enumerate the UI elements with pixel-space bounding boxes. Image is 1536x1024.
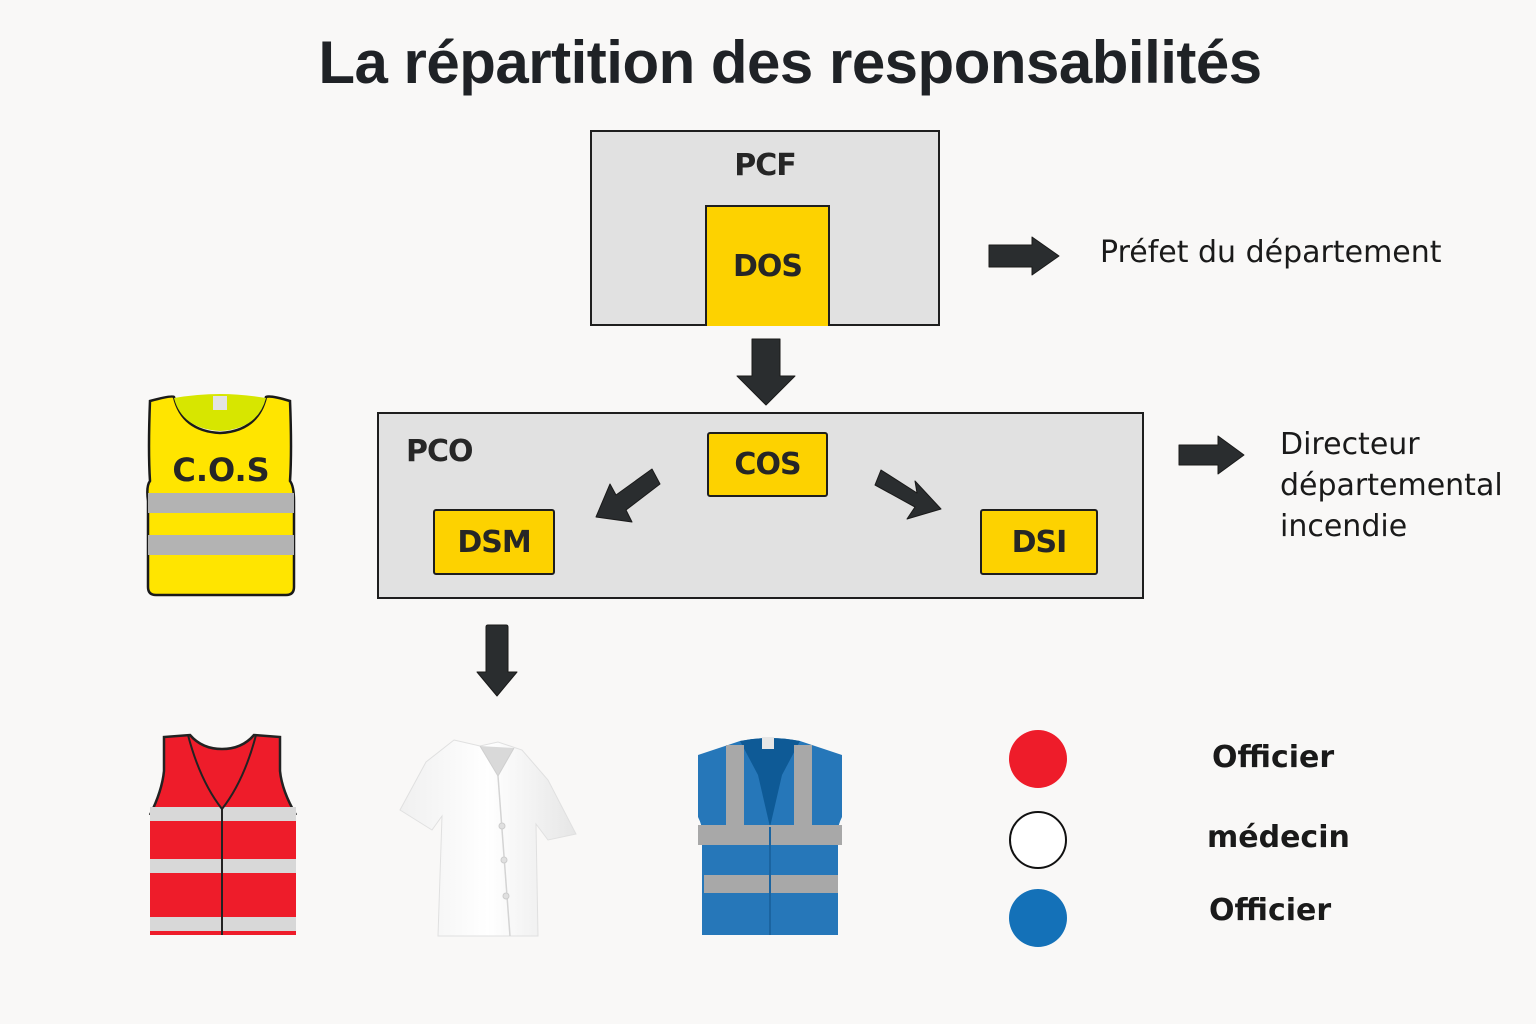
arrow-down-icon bbox=[736, 338, 796, 406]
page-title: La répartition des responsabilités bbox=[318, 29, 1262, 96]
dos-label: DOS bbox=[732, 249, 803, 284]
dsi-box: DSI bbox=[980, 509, 1098, 575]
red-vest-image bbox=[148, 733, 298, 935]
white-dot-icon bbox=[1009, 811, 1067, 869]
dsi-label: DSI bbox=[1011, 524, 1068, 560]
legend-label-officier-blue: Officier bbox=[1209, 893, 1332, 928]
legend-label-officier-red: Officier bbox=[1212, 740, 1335, 775]
arrow-down-icon bbox=[476, 624, 518, 697]
directeur-note-line-3: incendie bbox=[1280, 509, 1408, 544]
directeur-note-line-2: départemental bbox=[1280, 468, 1503, 503]
directeur-note: Directeur départemental incendie bbox=[1280, 424, 1503, 547]
dsm-box: DSM bbox=[433, 509, 555, 575]
cos-vest-text: C.O.S bbox=[172, 451, 269, 489]
blue-dot-icon bbox=[1009, 889, 1067, 947]
arrow-down-left-icon bbox=[595, 468, 661, 523]
arrow-right-icon bbox=[1178, 435, 1245, 475]
legend-label-medecin: médecin bbox=[1207, 820, 1350, 855]
pco-label: PCO bbox=[406, 434, 474, 469]
pco-panel: PCO COS DSM DSI bbox=[377, 412, 1144, 599]
pcf-panel: PCF DOS bbox=[590, 130, 940, 326]
pcf-label: PCF bbox=[734, 148, 797, 183]
cos-label: COS bbox=[734, 447, 801, 482]
red-dot-icon bbox=[1009, 730, 1067, 788]
directeur-note-line-1: Directeur bbox=[1280, 427, 1420, 462]
prefet-note: Préfet du département bbox=[1100, 235, 1442, 270]
dos-box: DOS bbox=[705, 205, 830, 326]
arrow-right-icon bbox=[988, 236, 1060, 276]
cos-vest-image: C.O.S bbox=[146, 394, 296, 597]
white-coat-image bbox=[399, 739, 577, 937]
dsm-label: DSM bbox=[457, 524, 531, 560]
arrow-down-right-icon bbox=[874, 469, 942, 520]
cos-box: COS bbox=[707, 432, 828, 497]
blue-vest-image bbox=[698, 737, 842, 935]
